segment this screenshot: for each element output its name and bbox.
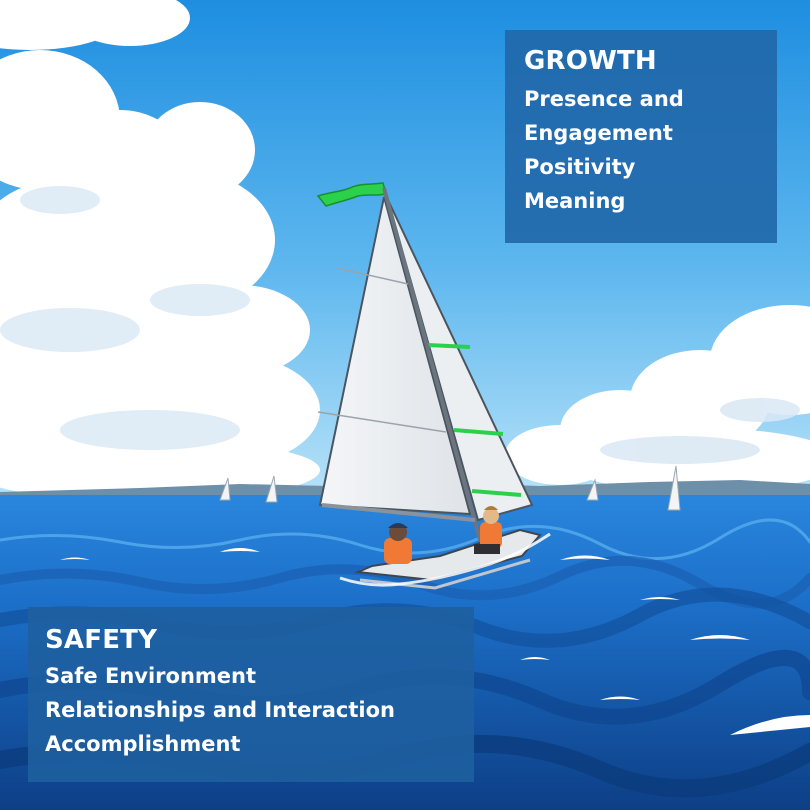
growth-title: GROWTH (524, 46, 657, 76)
growth-item: Meaning (524, 189, 626, 213)
safety-title: SAFETY (45, 625, 158, 655)
cloud-shading-left (0, 186, 250, 450)
safety-item: Accomplishment (45, 732, 241, 756)
growth-item: Positivity (524, 155, 636, 179)
growth-panel: GROWTH Presence and Engagement Positivit… (505, 30, 777, 243)
safety-panel: SAFETY Safe Environment Relationships an… (28, 607, 474, 782)
sailor-left (384, 523, 412, 564)
growth-item: Engagement (524, 121, 673, 145)
main-sailboat (316, 182, 551, 590)
mainsail (318, 196, 472, 516)
safety-item: Safe Environment (45, 664, 257, 688)
flag (316, 182, 387, 207)
distant-sailboats (219, 465, 681, 511)
mast (382, 187, 482, 541)
boom (321, 503, 476, 522)
safety-item: Relationships and Interaction (45, 698, 395, 722)
jib (387, 199, 534, 522)
cloud-shading-right (600, 398, 800, 464)
boat-wake (339, 532, 551, 587)
sailor-right (474, 506, 502, 554)
growth-item: Presence and (524, 87, 684, 111)
